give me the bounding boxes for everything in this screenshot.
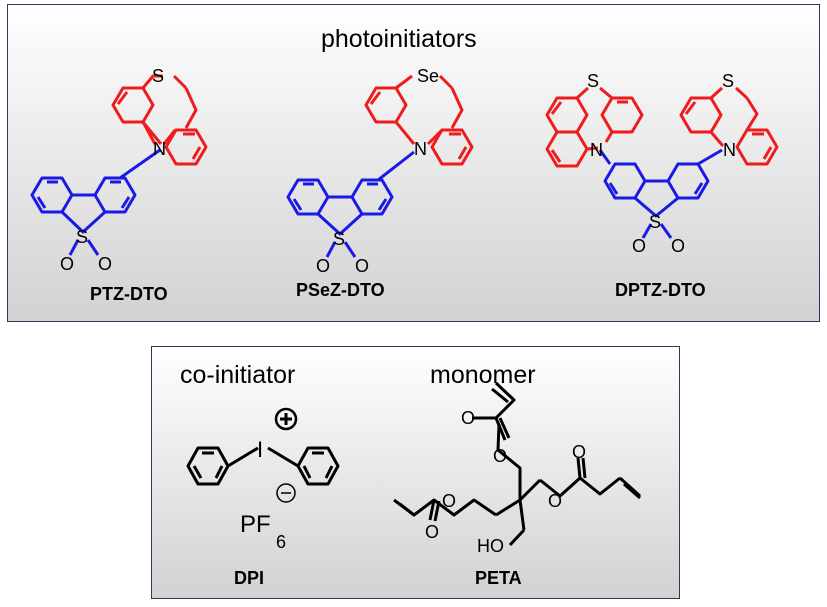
dptz-left-phenothiazine <box>545 86 644 168</box>
pseze-selenium-atom: Se <box>417 66 439 86</box>
pseze-oxygen-right: O <box>355 256 369 276</box>
reagents-panel: co-initiator monomer <box>151 346 680 599</box>
peta-top-ester-oxygen: O <box>493 446 507 466</box>
peta-left-ester-oxygen: O <box>442 491 456 511</box>
peta-left-carbonyl-oxygen: O <box>425 522 439 542</box>
dptz-right-nitrogen: N <box>723 140 736 160</box>
dpi-label: DPI <box>234 568 265 588</box>
dpi-pf-subscript: 6 <box>276 532 286 552</box>
dptz-dto-acceptor <box>598 148 723 239</box>
dptz-oxygen-left: O <box>632 236 646 256</box>
dptz-right-sulfur: S <box>722 71 734 91</box>
pseze-oxygen-left: O <box>316 256 330 276</box>
photoinitiators-heading: photoinitiators <box>321 25 477 53</box>
ptz-nitrogen-atom: N <box>153 139 166 159</box>
pseze-nitrogen-atom: N <box>414 139 427 159</box>
dpi-phenyl-left <box>186 446 230 486</box>
ptz-oxygen-left: O <box>60 254 74 274</box>
ptz-sulfur-atom: S <box>152 66 164 86</box>
pseze-dto-acceptor <box>286 150 415 258</box>
ptz-sulfone-sulfur: S <box>76 227 88 247</box>
peta-hydroxyl: HO <box>477 536 504 556</box>
dptz-right-phenothiazine <box>679 86 779 166</box>
ptz-oxygen-right: O <box>98 254 112 274</box>
ptz-dto-label: PTZ-DTO <box>90 284 168 304</box>
pseze-sulfone-sulfur: S <box>333 229 345 249</box>
peta-right-carbonyl-oxygen: O <box>572 442 586 462</box>
dptz-sulfone-sulfur: S <box>649 212 661 232</box>
peta-label: PETA <box>475 568 522 588</box>
peta-top-carbonyl-oxygen: O <box>461 408 475 428</box>
dptz-left-nitrogen: N <box>590 140 603 160</box>
dptz-oxygen-right: O <box>671 236 685 256</box>
dptz-dto-label: DPTZ-DTO <box>615 280 706 300</box>
ptz-phenothiazine-core <box>111 74 208 166</box>
pseze-phenoselenazine-core <box>364 74 474 166</box>
peta-right-ester-oxygen: O <box>548 491 562 511</box>
ptz-dto-acceptor <box>30 148 161 256</box>
dpi-iodine-atom: I <box>257 437 263 462</box>
coinitiator-heading: co-initiator <box>180 361 296 389</box>
pseze-dto-label: PSeZ-DTO <box>296 280 385 300</box>
dptz-left-sulfur: S <box>587 71 599 91</box>
dpi-pf-label: PF <box>240 511 271 538</box>
monomer-heading: monomer <box>430 361 536 389</box>
